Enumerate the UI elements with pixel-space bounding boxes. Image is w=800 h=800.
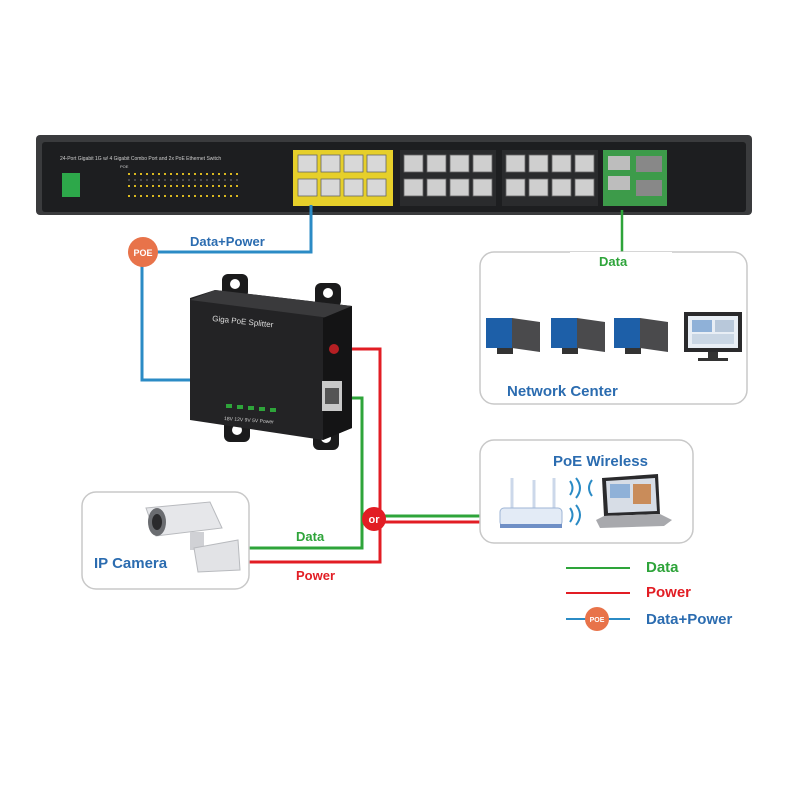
ethernet-port	[320, 154, 341, 173]
splitter-voltages: 18V 12V 9V 5V Power	[224, 416, 274, 425]
splitter-leds	[226, 404, 276, 412]
legend: Data Power POE Data+Power	[566, 559, 732, 631]
ethernet-port	[551, 178, 572, 197]
ethernet-port	[574, 154, 595, 173]
poe-splitter: Giga PoE Splitter 18V 12V 9V 5V Power	[190, 274, 352, 450]
ethernet-port	[505, 154, 526, 173]
network-center-title: Network Center	[507, 383, 618, 400]
ethernet-port	[449, 178, 470, 197]
poe-ports	[297, 154, 387, 197]
ethernet-ports-group-b	[505, 154, 595, 197]
ethernet-port	[297, 154, 318, 173]
legend-item-power: Power	[566, 584, 691, 601]
ethernet-port	[472, 154, 493, 173]
network-data-label: Data	[599, 254, 628, 269]
ethernet-port	[449, 154, 470, 173]
svg-text:POE: POE	[133, 248, 152, 258]
or-badge: or	[362, 507, 386, 531]
server-icon	[551, 318, 605, 354]
ethernet-port	[551, 154, 572, 173]
ethernet-port	[528, 154, 549, 173]
ethernet-ports-group-a	[403, 154, 493, 197]
ethernet-port	[403, 178, 424, 197]
ethernet-port	[403, 154, 424, 173]
server-icon	[486, 318, 540, 354]
network-center-panel: Data Network Center	[479, 251, 748, 405]
camera-power-label: Power	[296, 568, 335, 583]
ethernet-port	[343, 178, 364, 197]
svg-text:POE: POE	[590, 617, 605, 624]
ethernet-port	[366, 154, 387, 173]
ethernet-port	[574, 178, 595, 197]
ethernet-port	[426, 178, 447, 197]
ethernet-port	[343, 154, 364, 173]
ethernet-port	[366, 178, 387, 197]
switch-caption: 24-Port Gigabit 1G w/ 4 Gigabit Combo Po…	[60, 156, 221, 162]
wifi-signal-icon	[569, 477, 593, 526]
legend-item-data-power: POE Data+Power	[566, 607, 732, 631]
power-cable	[248, 347, 382, 564]
svg-text:or: or	[369, 514, 381, 526]
ethernet-port	[472, 178, 493, 197]
poe-wireless-title: PoE Wireless	[553, 453, 648, 470]
ip-camera-panel: IP Camera	[81, 491, 250, 590]
dc-output-port	[329, 344, 339, 354]
legend-poe-badge	[585, 607, 609, 631]
ethernet-port	[505, 178, 526, 197]
camera-icon	[145, 501, 241, 573]
legend-power-label: Power	[646, 584, 691, 601]
wireless-router-icon	[499, 478, 563, 528]
legend-data-label: Data	[646, 559, 679, 576]
monitor-icon	[684, 312, 742, 361]
ethernet-port	[528, 178, 549, 197]
poe-wireless-panel: PoE Wireless	[479, 439, 694, 544]
legend-item-data: Data	[566, 559, 679, 576]
ethernet-port	[426, 154, 447, 173]
power-led-panel	[62, 173, 80, 197]
laptop-icon	[596, 474, 672, 528]
switch-poe-label: POE	[120, 164, 129, 169]
led-indicators	[128, 173, 240, 197]
ip-camera-title: IP Camera	[94, 555, 168, 572]
poe-switch: 24-Port Gigabit 1G w/ 4 Gigabit Combo Po…	[36, 135, 752, 215]
server-icon	[614, 318, 668, 354]
ethernet-port	[320, 178, 341, 197]
legend-data-power-label: Data+Power	[646, 611, 732, 628]
poe-badge: POE	[128, 237, 158, 267]
data-cable	[248, 396, 364, 550]
ethernet-port	[297, 178, 318, 197]
camera-data-label: Data	[296, 529, 325, 544]
data-power-label: Data+Power	[190, 234, 265, 249]
